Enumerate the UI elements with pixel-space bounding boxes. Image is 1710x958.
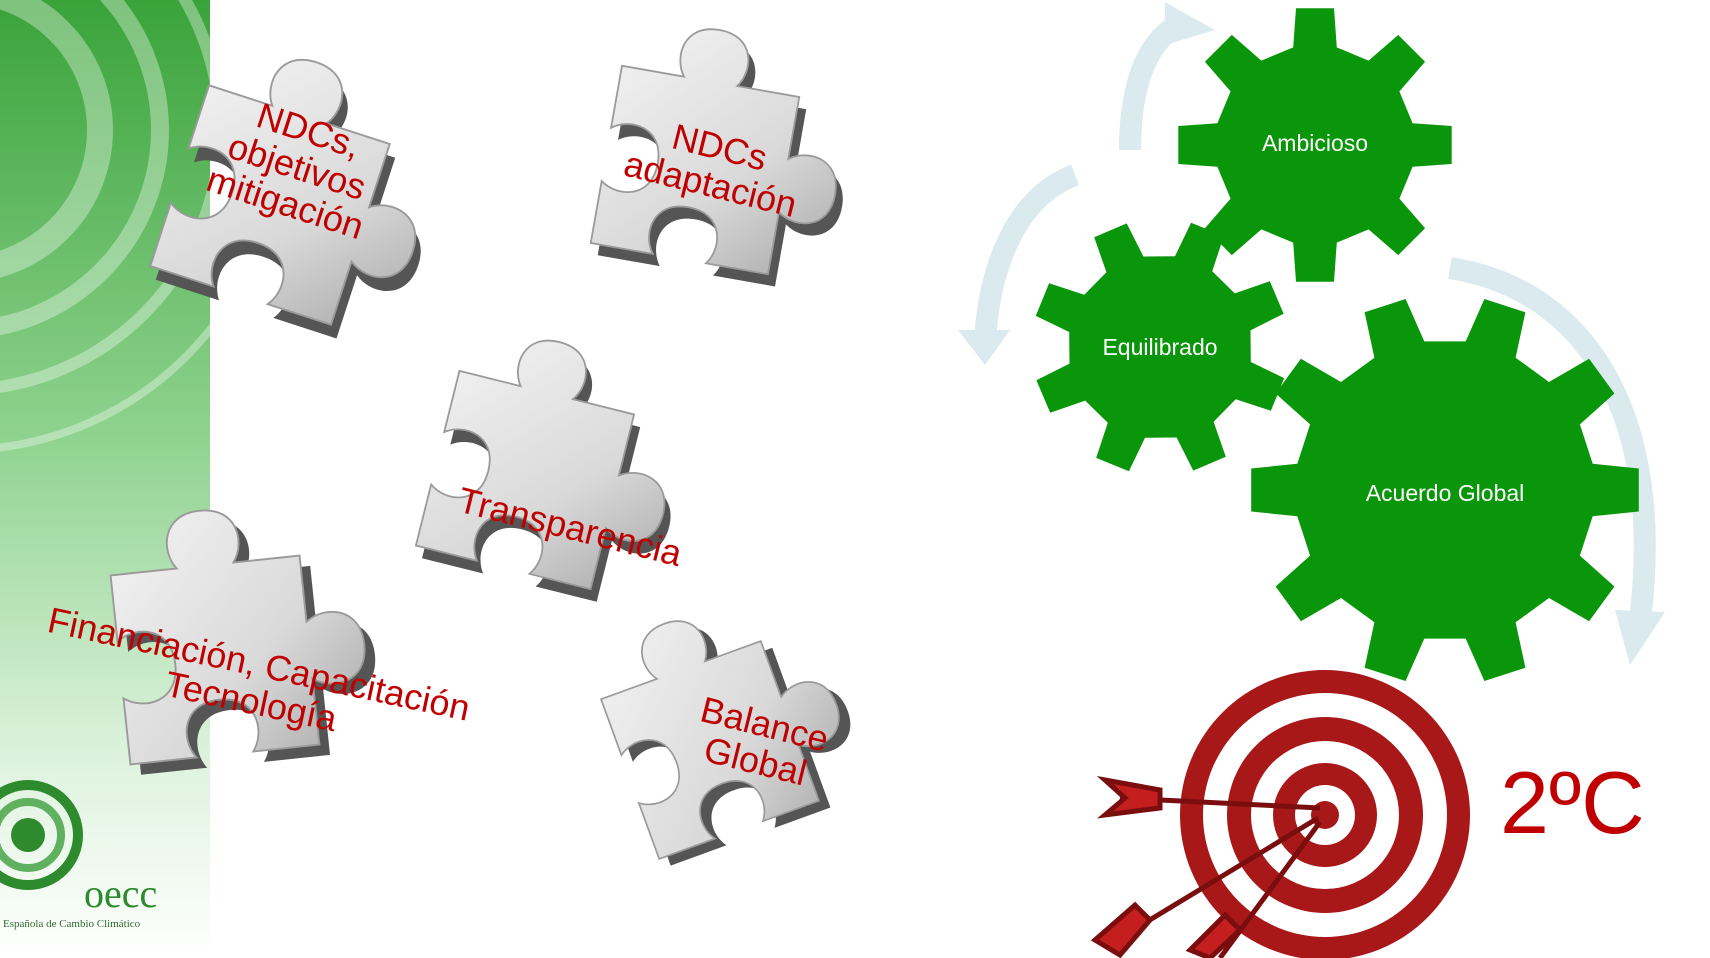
gear-ambicioso	[1178, 8, 1452, 282]
gear-label-equilibrado: Equilibrado	[1102, 334, 1218, 360]
decorative-sidebar	[0, 0, 210, 958]
sidebar-swirl-graphic	[0, 0, 210, 958]
arrows-in-target	[1090, 775, 1323, 958]
target-temperature-label: 2ºC	[1500, 753, 1645, 852]
cycle-arrow-left-head	[958, 330, 1010, 365]
cycle-arrow-top-head	[1165, 2, 1215, 45]
cycle-arrow-right	[1448, 257, 1656, 622]
gear-equilibrado	[1035, 222, 1285, 472]
gear-label-ambicioso: Ambicioso	[1261, 130, 1369, 156]
cycle-arrow-left	[974, 164, 1080, 341]
logo-name: oecc	[84, 871, 158, 916]
logo-subtitle: Española de Cambio Climático	[3, 918, 141, 930]
oecc-logo-rings	[0, 780, 83, 890]
gear-acuerdo-global	[1251, 299, 1639, 681]
oecc-logo	[0, 780, 210, 940]
gear-label-acuerdo-global: Acuerdo Global	[1365, 480, 1525, 506]
cycle-arrow-right-head	[1615, 610, 1665, 665]
